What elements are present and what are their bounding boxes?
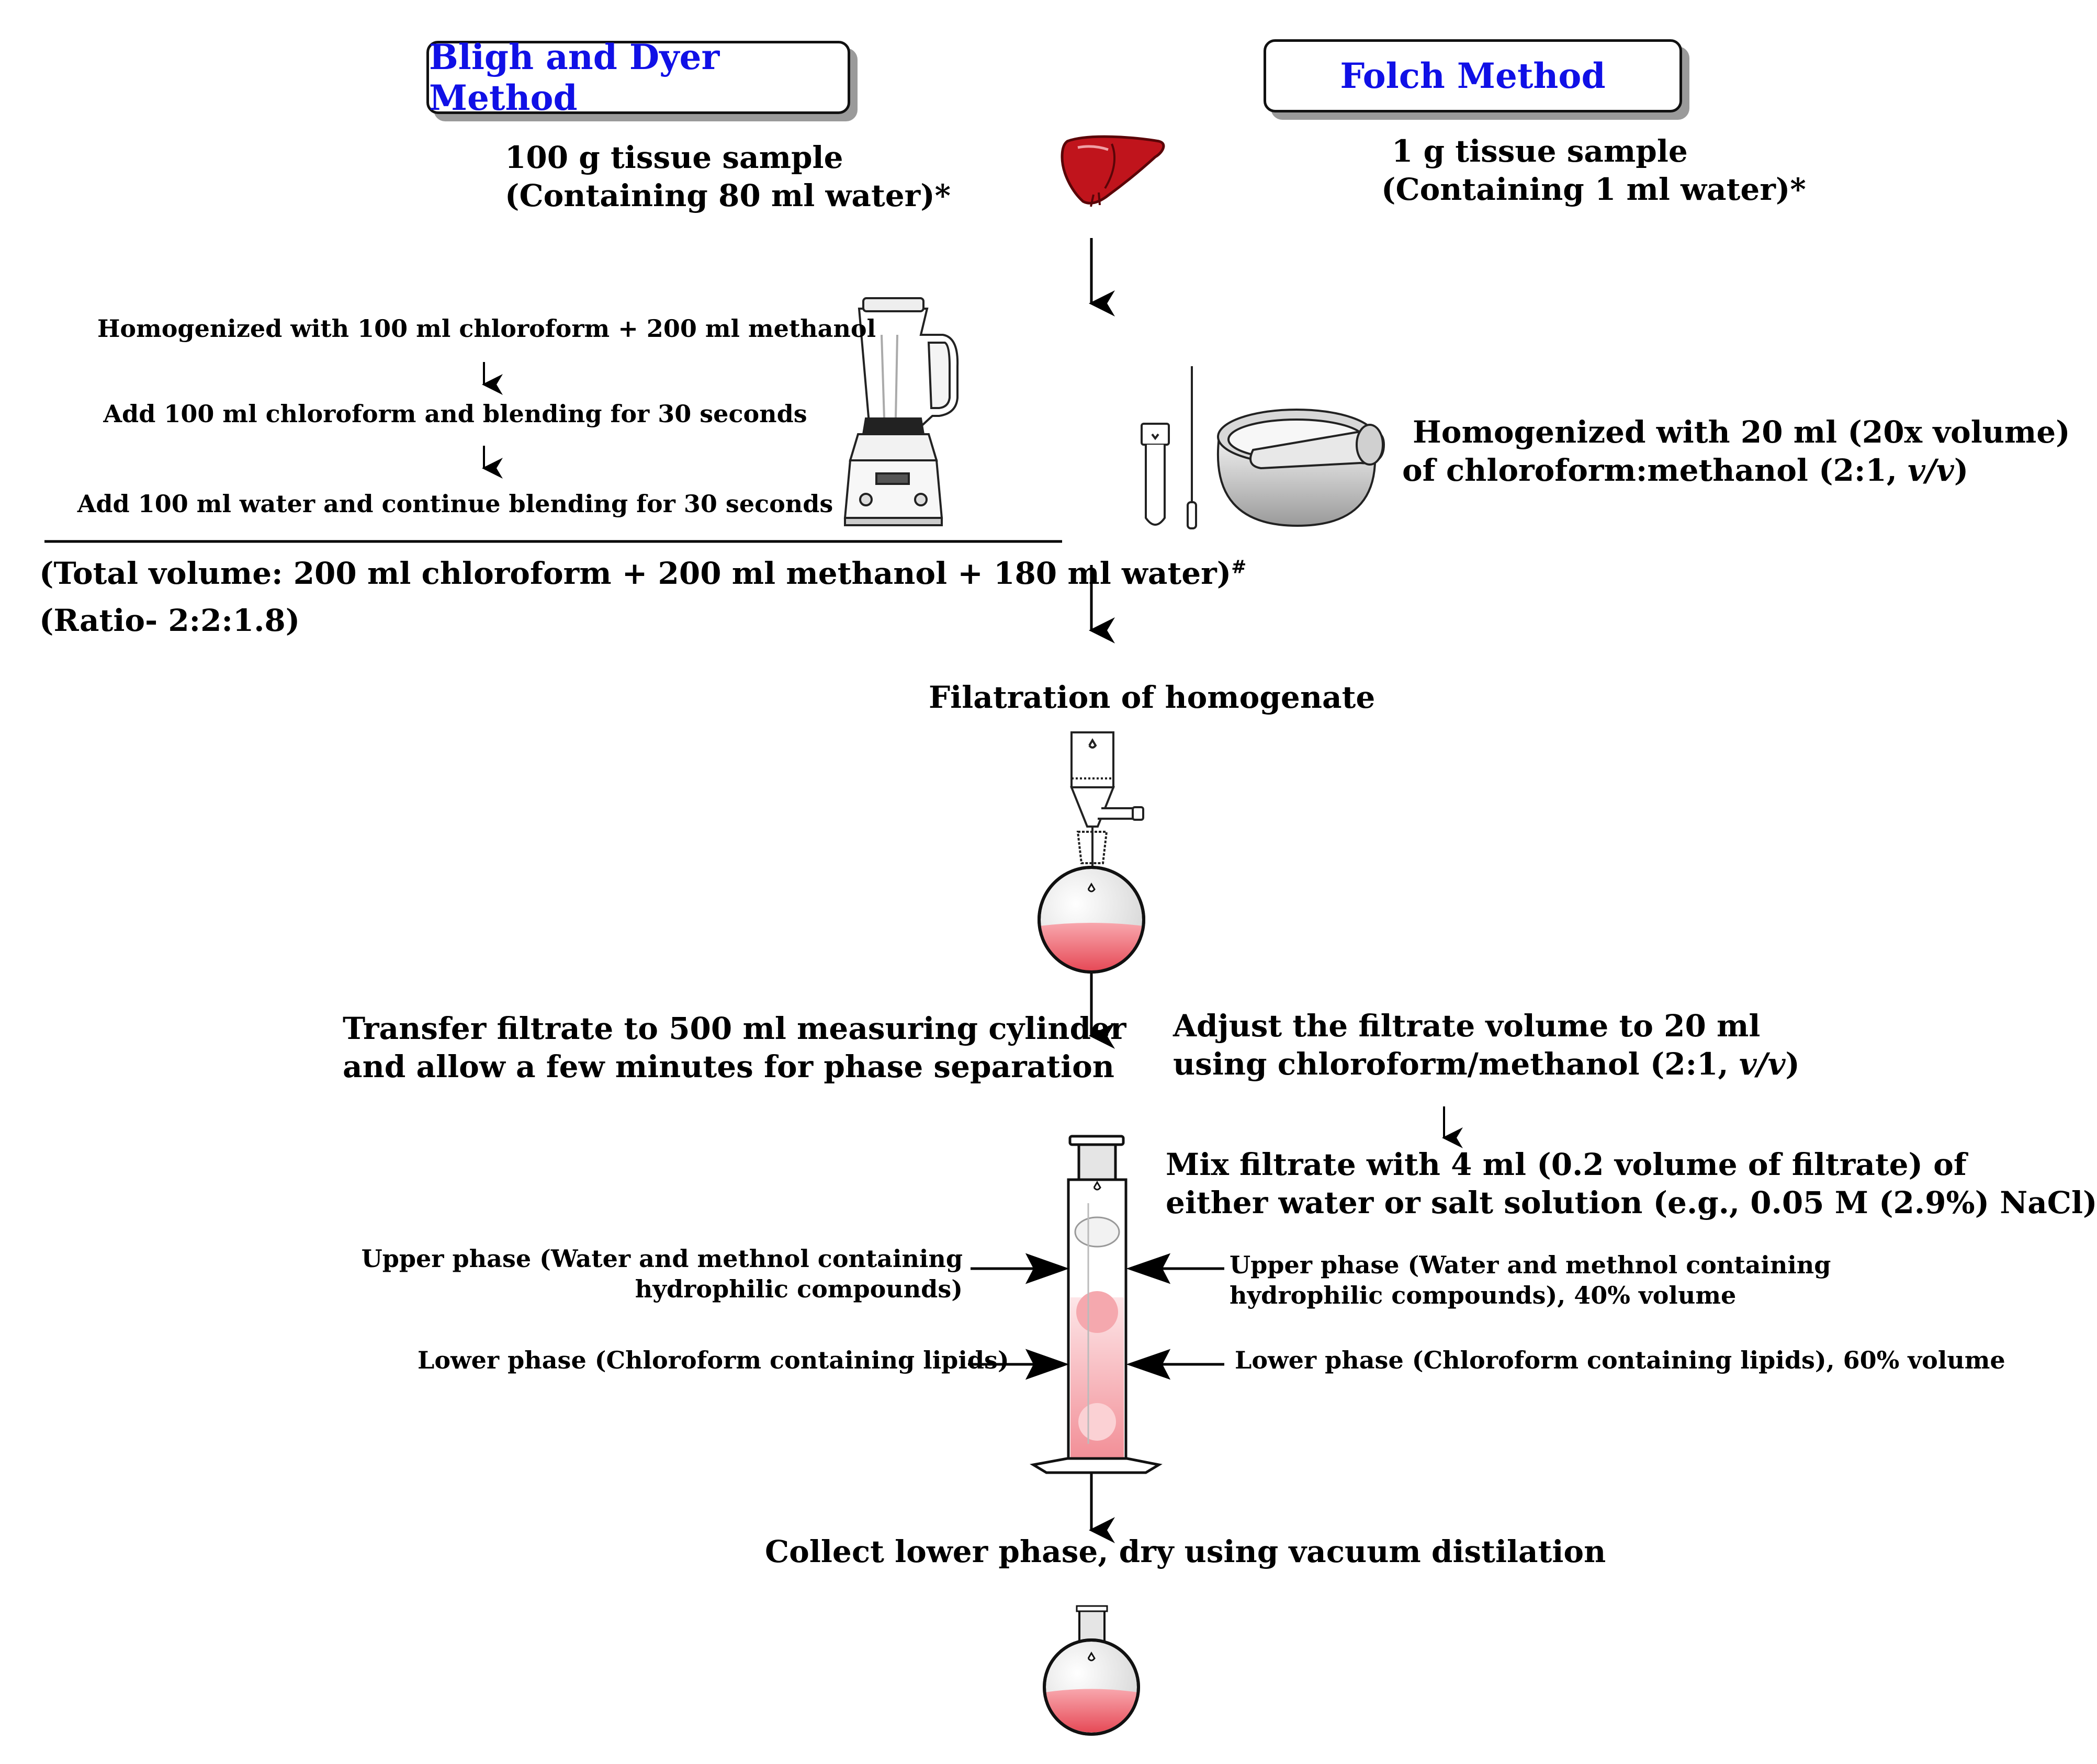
folch-adjust-line1: Adjust the filtrate volume to 20 ml (1173, 1008, 1761, 1044)
folch-upper-line1: Upper phase (Water and methnol containin… (1230, 1251, 1831, 1279)
bligh-sample: 100 g tissue sample (Containing 80 ml wa… (505, 139, 951, 214)
folch-adjust-line2-b: ) (1785, 1046, 1800, 1082)
phase-pointers (968, 1253, 1224, 1380)
folch-homog-line1: Homogenized with 20 ml (20x volume) (1413, 414, 2070, 450)
bligh-upper-line1: Upper phase (Water and methnol containin… (361, 1245, 963, 1273)
bligh-upper-line2: hydrophilic compounds) (635, 1274, 963, 1303)
bligh-sample-line1: 100 g tissue sample (505, 140, 843, 175)
bligh-total-volume: (Total volume: 200 ml chloroform + 200 m… (39, 555, 1246, 593)
folch-adjust-ratio: v/v (1739, 1046, 1786, 1082)
folch-homogenize: Homogenized with 20 ml (20x volume) of c… (1402, 413, 2070, 489)
folch-adjust-line2-a: using chloroform/methanol (2:1, (1173, 1046, 1739, 1082)
bligh-ratio: (Ratio- 2:2:1.8) (39, 603, 300, 638)
folch-mix-line2: either water or salt solution (e.g., 0.0… (1166, 1184, 2097, 1220)
filtration-label: Filatration of homogenate (929, 680, 1376, 715)
folch-upper-line2: hydrophilic compounds), 40% volume (1230, 1281, 1737, 1309)
folch-header: Folch Method (1264, 39, 1682, 112)
folch-sample-line1: 1 g tissue sample (1392, 133, 1688, 169)
final-flask-icon (1043, 1605, 1140, 1736)
bligh-step-1: Homogenized with 100 ml chloroform + 200… (97, 314, 876, 343)
folch-homog-ratio: v/v (1908, 452, 1954, 488)
bligh-step-2: Add 100 ml chloroform and blending for 3… (103, 400, 807, 428)
blender-icon (843, 297, 959, 526)
test-tube-icon (1141, 423, 1170, 526)
bligh-step-3: Add 100 ml water and continue blending f… (77, 490, 833, 518)
folch-homog-line2-a: of chloroform:methanol (2:1, (1402, 452, 1908, 488)
bligh-upper-phase: Upper phase (Water and methnol containin… (335, 1244, 963, 1304)
folch-sample: 1 g tissue sample (Containing 1 ml water… (1381, 132, 1806, 208)
bligh-dyer-header: Bligh and Dyer Method (426, 37, 850, 118)
folch-homog-line2: of chloroform:methanol (2:1, v/v) (1402, 451, 2070, 490)
collect-label: Collect lower phase, dry using vacuum di… (765, 1534, 1606, 1569)
measuring-cylinder-icon (1030, 1135, 1163, 1474)
bligh-sample-line2: (Containing 80 ml water)* (505, 177, 951, 213)
folch-homog-line2-b: ) (1954, 452, 1969, 488)
bligh-dyer-header-label: Bligh and Dyer Method (429, 37, 720, 118)
liver-icon (1061, 135, 1165, 207)
mortar-pestle-icon (1216, 409, 1385, 527)
folch-sample-line2: (Containing 1 ml water)* (1381, 171, 1806, 207)
bligh-total-volume-text: (Total volume: 200 ml chloroform + 200 m… (39, 556, 1232, 591)
bligh-lower-phase: Lower phase (Chloroform containing lipid… (418, 1346, 1009, 1374)
bligh-transfer-line2: and allow a few minutes for phase separa… (343, 1048, 1114, 1084)
folch-mix: Mix filtrate with 4 ml (0.2 volume of fi… (1166, 1146, 2097, 1222)
folch-mix-line1: Mix filtrate with 4 ml (0.2 volume of fi… (1166, 1147, 1967, 1182)
folch-upper-phase: Upper phase (Water and methnol containin… (1230, 1250, 1831, 1310)
bligh-transfer-line1: Transfer filtrate to 500 ml measuring cy… (343, 1011, 1126, 1046)
glass-rod-icon (1187, 366, 1197, 529)
folch-adjust: Adjust the filtrate volume to 20 ml usin… (1173, 1007, 1800, 1083)
bligh-total-volume-mark: # (1231, 556, 1247, 578)
bligh-transfer: Transfer filtrate to 500 ml measuring cy… (343, 1010, 1126, 1085)
flow-arrows (482, 238, 1463, 1543)
filtration-funnel-icon (1070, 731, 1144, 871)
round-bottom-flask-icon (1038, 866, 1145, 974)
folch-header-label: Folch Method (1340, 55, 1606, 96)
folch-lower-phase: Lower phase (Chloroform containing lipid… (1235, 1346, 2005, 1374)
folch-adjust-line2: using chloroform/methanol (2:1, v/v) (1173, 1045, 1800, 1083)
